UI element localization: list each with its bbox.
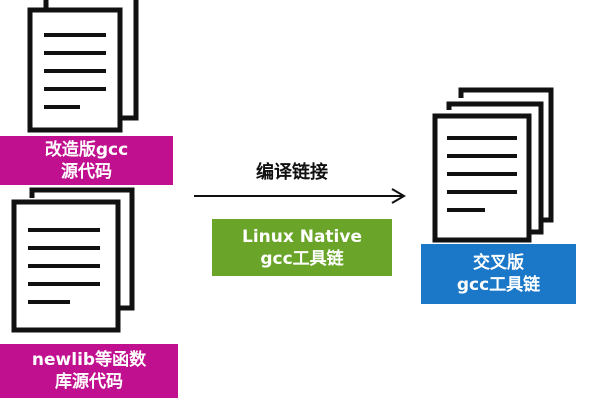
cross-toolchain-label: 交叉版 gcc工具链 (421, 244, 576, 304)
newlib-source-label: newlib等函数 库源代码 (0, 344, 178, 398)
newlib-source-label-line1: newlib等函数 (31, 350, 147, 370)
document-back-sheet-2 (458, 87, 554, 223)
document-stack-icon-cross-toolchain (432, 87, 554, 243)
gcc-source-label-line2: 源代码 (61, 161, 112, 182)
compile-link-label: 编译链接 (256, 162, 328, 183)
linux-native-toolchain-line2: gcc工具链 (260, 248, 344, 269)
document-front-sheet (432, 113, 532, 243)
document-stack-icon-gcc-source (27, 0, 139, 133)
arrow-head-icon (391, 188, 406, 204)
cross-toolchain-label-line1: 交叉版 (473, 253, 524, 273)
linux-native-toolchain-label: Linux Native gcc工具链 (212, 219, 392, 276)
newlib-source-label-line2: 库源代码 (55, 372, 123, 392)
compile-link-arrow (194, 188, 406, 204)
linux-native-toolchain-line1: Linux Native (241, 226, 362, 247)
document-back-sheet-1 (446, 101, 544, 235)
document-stack-icon-newlib-source (11, 187, 135, 333)
document-back-sheet (29, 187, 135, 311)
gcc-source-label-line1: 改造版gcc (44, 139, 129, 160)
cross-toolchain-label-line2: gcc工具链 (456, 275, 541, 295)
gcc-source-label: 改造版gcc 源代码 (0, 136, 173, 185)
